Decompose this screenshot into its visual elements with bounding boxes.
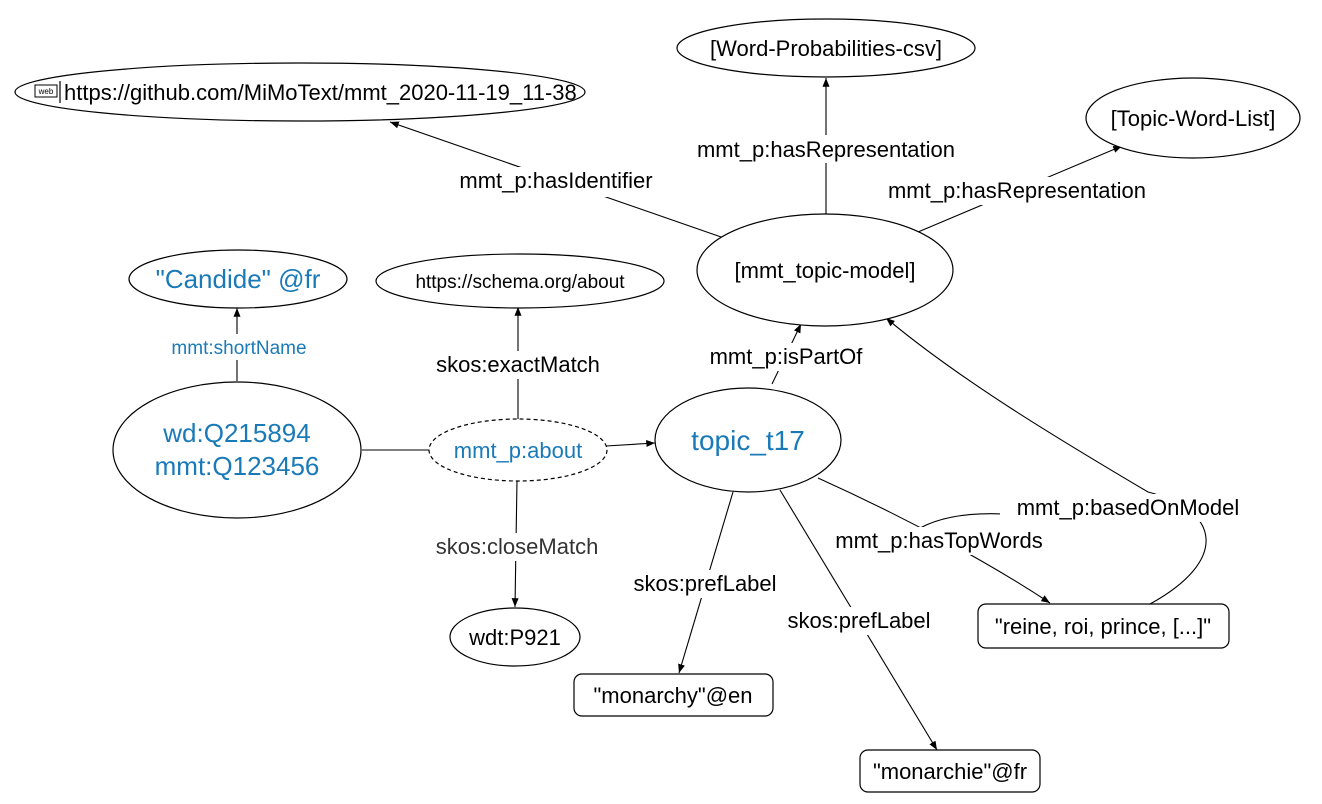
svg-text:mmt_p:about: mmt_p:about	[454, 438, 582, 463]
node-word-probabilities: [Word-Probabilities-csv]	[676, 18, 976, 78]
label-close-match: skos:closeMatch	[436, 534, 599, 559]
label-exact-match: skos:exactMatch	[436, 352, 600, 377]
node-topic-t17: topic_t17	[654, 387, 842, 493]
node-topic-model: [mmt_topic-model]	[696, 213, 954, 327]
label-pref-label-1: skos:prefLabel	[633, 571, 776, 596]
label-has-representation-1: mmt_p:hasRepresentation	[697, 137, 955, 162]
node-github-url-text: https://github.com/MiMoText/mmt_2020-11-…	[64, 80, 577, 105]
edge-about-topic	[605, 440, 656, 448]
node-mmt-id: mmt:Q123456	[155, 451, 320, 481]
node-monarchy-en: "monarchy"@en	[573, 673, 774, 717]
node-candide: "Candide" @fr	[128, 249, 348, 309]
label-is-part-of: mmt_p:isPartOf	[710, 344, 864, 369]
edges	[233, 78, 1207, 751]
svg-text:topic_t17: topic_t17	[691, 425, 805, 456]
edge-labels: mmt_p:hasIdentifier mmt_p:hasRepresentat…	[160, 135, 1254, 635]
svg-text:[mmt_topic-model]: [mmt_topic-model]	[735, 258, 916, 283]
node-top-words: "reine, roi, prince, [...]"	[977, 603, 1230, 649]
svg-text:"monarchy"@en: "monarchy"@en	[593, 683, 752, 708]
label-has-top-words: mmt_p:hasTopWords	[835, 528, 1042, 553]
node-wd-id: wd:Q215894	[162, 418, 310, 448]
svg-text:[Topic-Word-List]: [Topic-Word-List]	[1111, 106, 1276, 131]
svg-text:wdt:P921: wdt:P921	[468, 625, 561, 650]
svg-text:"monarchie"@fr: "monarchie"@fr	[873, 759, 1027, 784]
node-schema-about: https://schema.org/about	[375, 253, 665, 309]
node-work-entity: wd:Q215894 mmt:Q123456	[112, 381, 362, 519]
svg-text:https://schema.org/about: https://schema.org/about	[415, 272, 625, 293]
label-based-on-model: mmt_p:basedOnModel	[1017, 495, 1240, 520]
label-has-representation-2: mmt_p:hasRepresentation	[888, 178, 1146, 203]
node-github-url: web https://github.com/MiMoText/mmt_2020…	[14, 62, 586, 122]
label-short-name: mmt:shortName	[171, 338, 306, 359]
node-monarchie-fr: "monarchie"@fr	[859, 749, 1041, 793]
nodes: web https://github.com/MiMoText/mmt_2020…	[14, 18, 1301, 793]
svg-text:[Word-Probabilities-csv]: [Word-Probabilities-csv]	[710, 36, 942, 61]
label-has-identifier: mmt_p:hasIdentifier	[459, 168, 652, 193]
node-topic-word-list: [Topic-Word-List]	[1085, 77, 1301, 159]
edge-based-on-model-curl	[919, 513, 1005, 529]
node-wdt-p921: wdt:P921	[449, 607, 581, 667]
node-about: mmt_p:about	[428, 418, 608, 482]
label-pref-label-2: skos:prefLabel	[787, 608, 930, 633]
svg-text:web: web	[38, 87, 54, 96]
web-icon: web	[34, 81, 61, 103]
svg-text:"Candide" @fr: "Candide" @fr	[156, 264, 321, 294]
edge-based-on-model	[885, 317, 1207, 605]
svg-text:"reine, roi, prince, [...]": "reine, roi, prince, [...]"	[995, 614, 1211, 639]
